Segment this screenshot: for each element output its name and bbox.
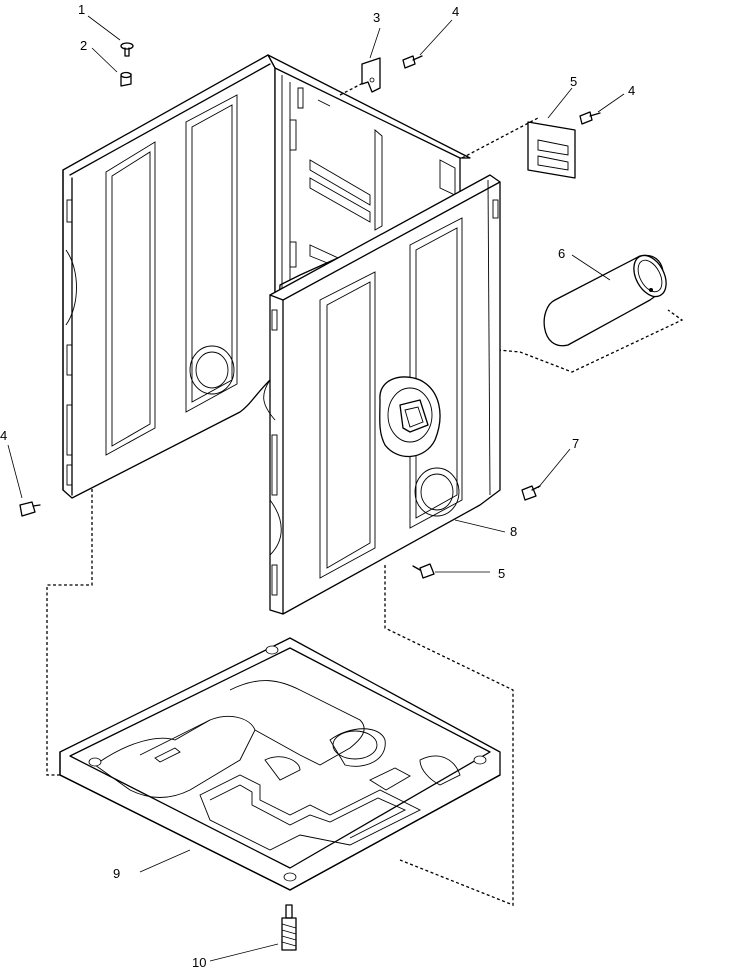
callout-4-top: 4	[452, 4, 459, 19]
callout-2: 2	[80, 38, 87, 53]
leader-lines	[7, 15, 625, 962]
part-bracket-3	[361, 57, 381, 93]
callout-labels: 1 2 3 4 4 5 6 4 7 8 5 9 10	[0, 2, 635, 969]
callout-5-top: 5	[570, 74, 577, 89]
callout-9: 9	[113, 866, 120, 881]
part-screw-4-top	[402, 55, 423, 69]
callout-7: 7	[572, 436, 579, 451]
assembly-dashed-lines	[46, 81, 684, 906]
part-leveling-leg-10	[281, 904, 297, 951]
callout-5-bottom: 5	[498, 566, 505, 581]
part-vent-duct-6	[543, 254, 667, 347]
part-screw-4-right	[579, 111, 601, 125]
cabinet-left-panel	[62, 54, 276, 499]
part-clip-2	[120, 71, 132, 87]
callout-4-right: 4	[628, 83, 635, 98]
cabinet-base-pan	[59, 637, 501, 891]
callout-4-left: 4	[0, 428, 7, 443]
callout-10: 10	[192, 955, 206, 969]
part-screw-4-left	[19, 501, 41, 517]
callout-6: 6	[558, 246, 565, 261]
callout-1: 1	[78, 2, 85, 17]
part-screw-7	[521, 485, 541, 501]
part-screw-5-bottom	[412, 563, 435, 579]
part-plate-5-top	[527, 121, 576, 179]
cabinet-right-panel	[263, 174, 501, 615]
part-screw-1	[120, 42, 134, 57]
callout-8: 8	[510, 524, 517, 539]
callout-3: 3	[373, 10, 380, 25]
